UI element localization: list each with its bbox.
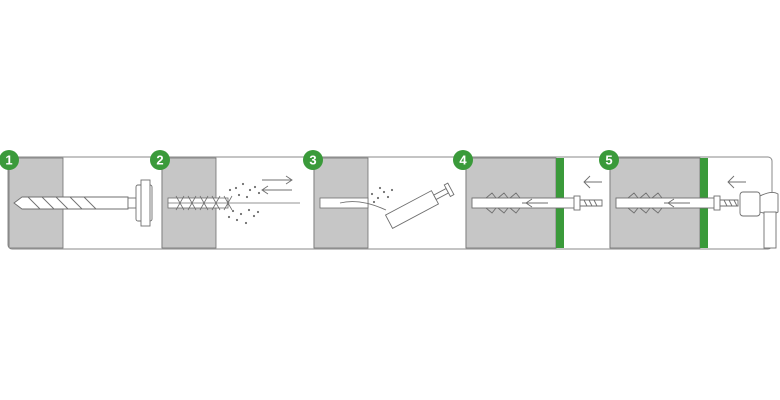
step-number: 4: [459, 153, 467, 168]
step-badge-1: 1: [0, 150, 19, 170]
step-badge-4: 4: [453, 150, 473, 170]
step-badge-5: 5: [599, 150, 619, 170]
step-5-panel: [609, 157, 779, 249]
drill-bit-icon: [13, 179, 153, 227]
blow-pump-icon: [339, 182, 455, 229]
arrow-left-icon: [727, 175, 746, 189]
step-number: 3: [309, 153, 316, 168]
step-number: 2: [156, 153, 163, 168]
dust-particles: [227, 182, 261, 225]
step-number: 1: [5, 153, 12, 168]
step-1-panel: [8, 157, 163, 249]
step-number: 5: [605, 153, 612, 168]
step-3-panel: [313, 157, 467, 249]
step-2-panel: [161, 157, 315, 249]
hammer-plug-icon: [615, 191, 779, 249]
arrow-left-icon: [583, 175, 602, 189]
step-badge-3: 3: [303, 150, 323, 170]
arrow-right-icon: [262, 175, 293, 185]
air-particles: [370, 186, 394, 204]
step-badge-2: 2: [150, 150, 170, 170]
arrow-left-icon: [261, 185, 292, 195]
wall-plug-insert-icon: [471, 192, 603, 214]
cleaning-brush-icon: [168, 195, 300, 211]
step-4-panel: [465, 157, 611, 249]
hammer-icon: [739, 191, 779, 249]
